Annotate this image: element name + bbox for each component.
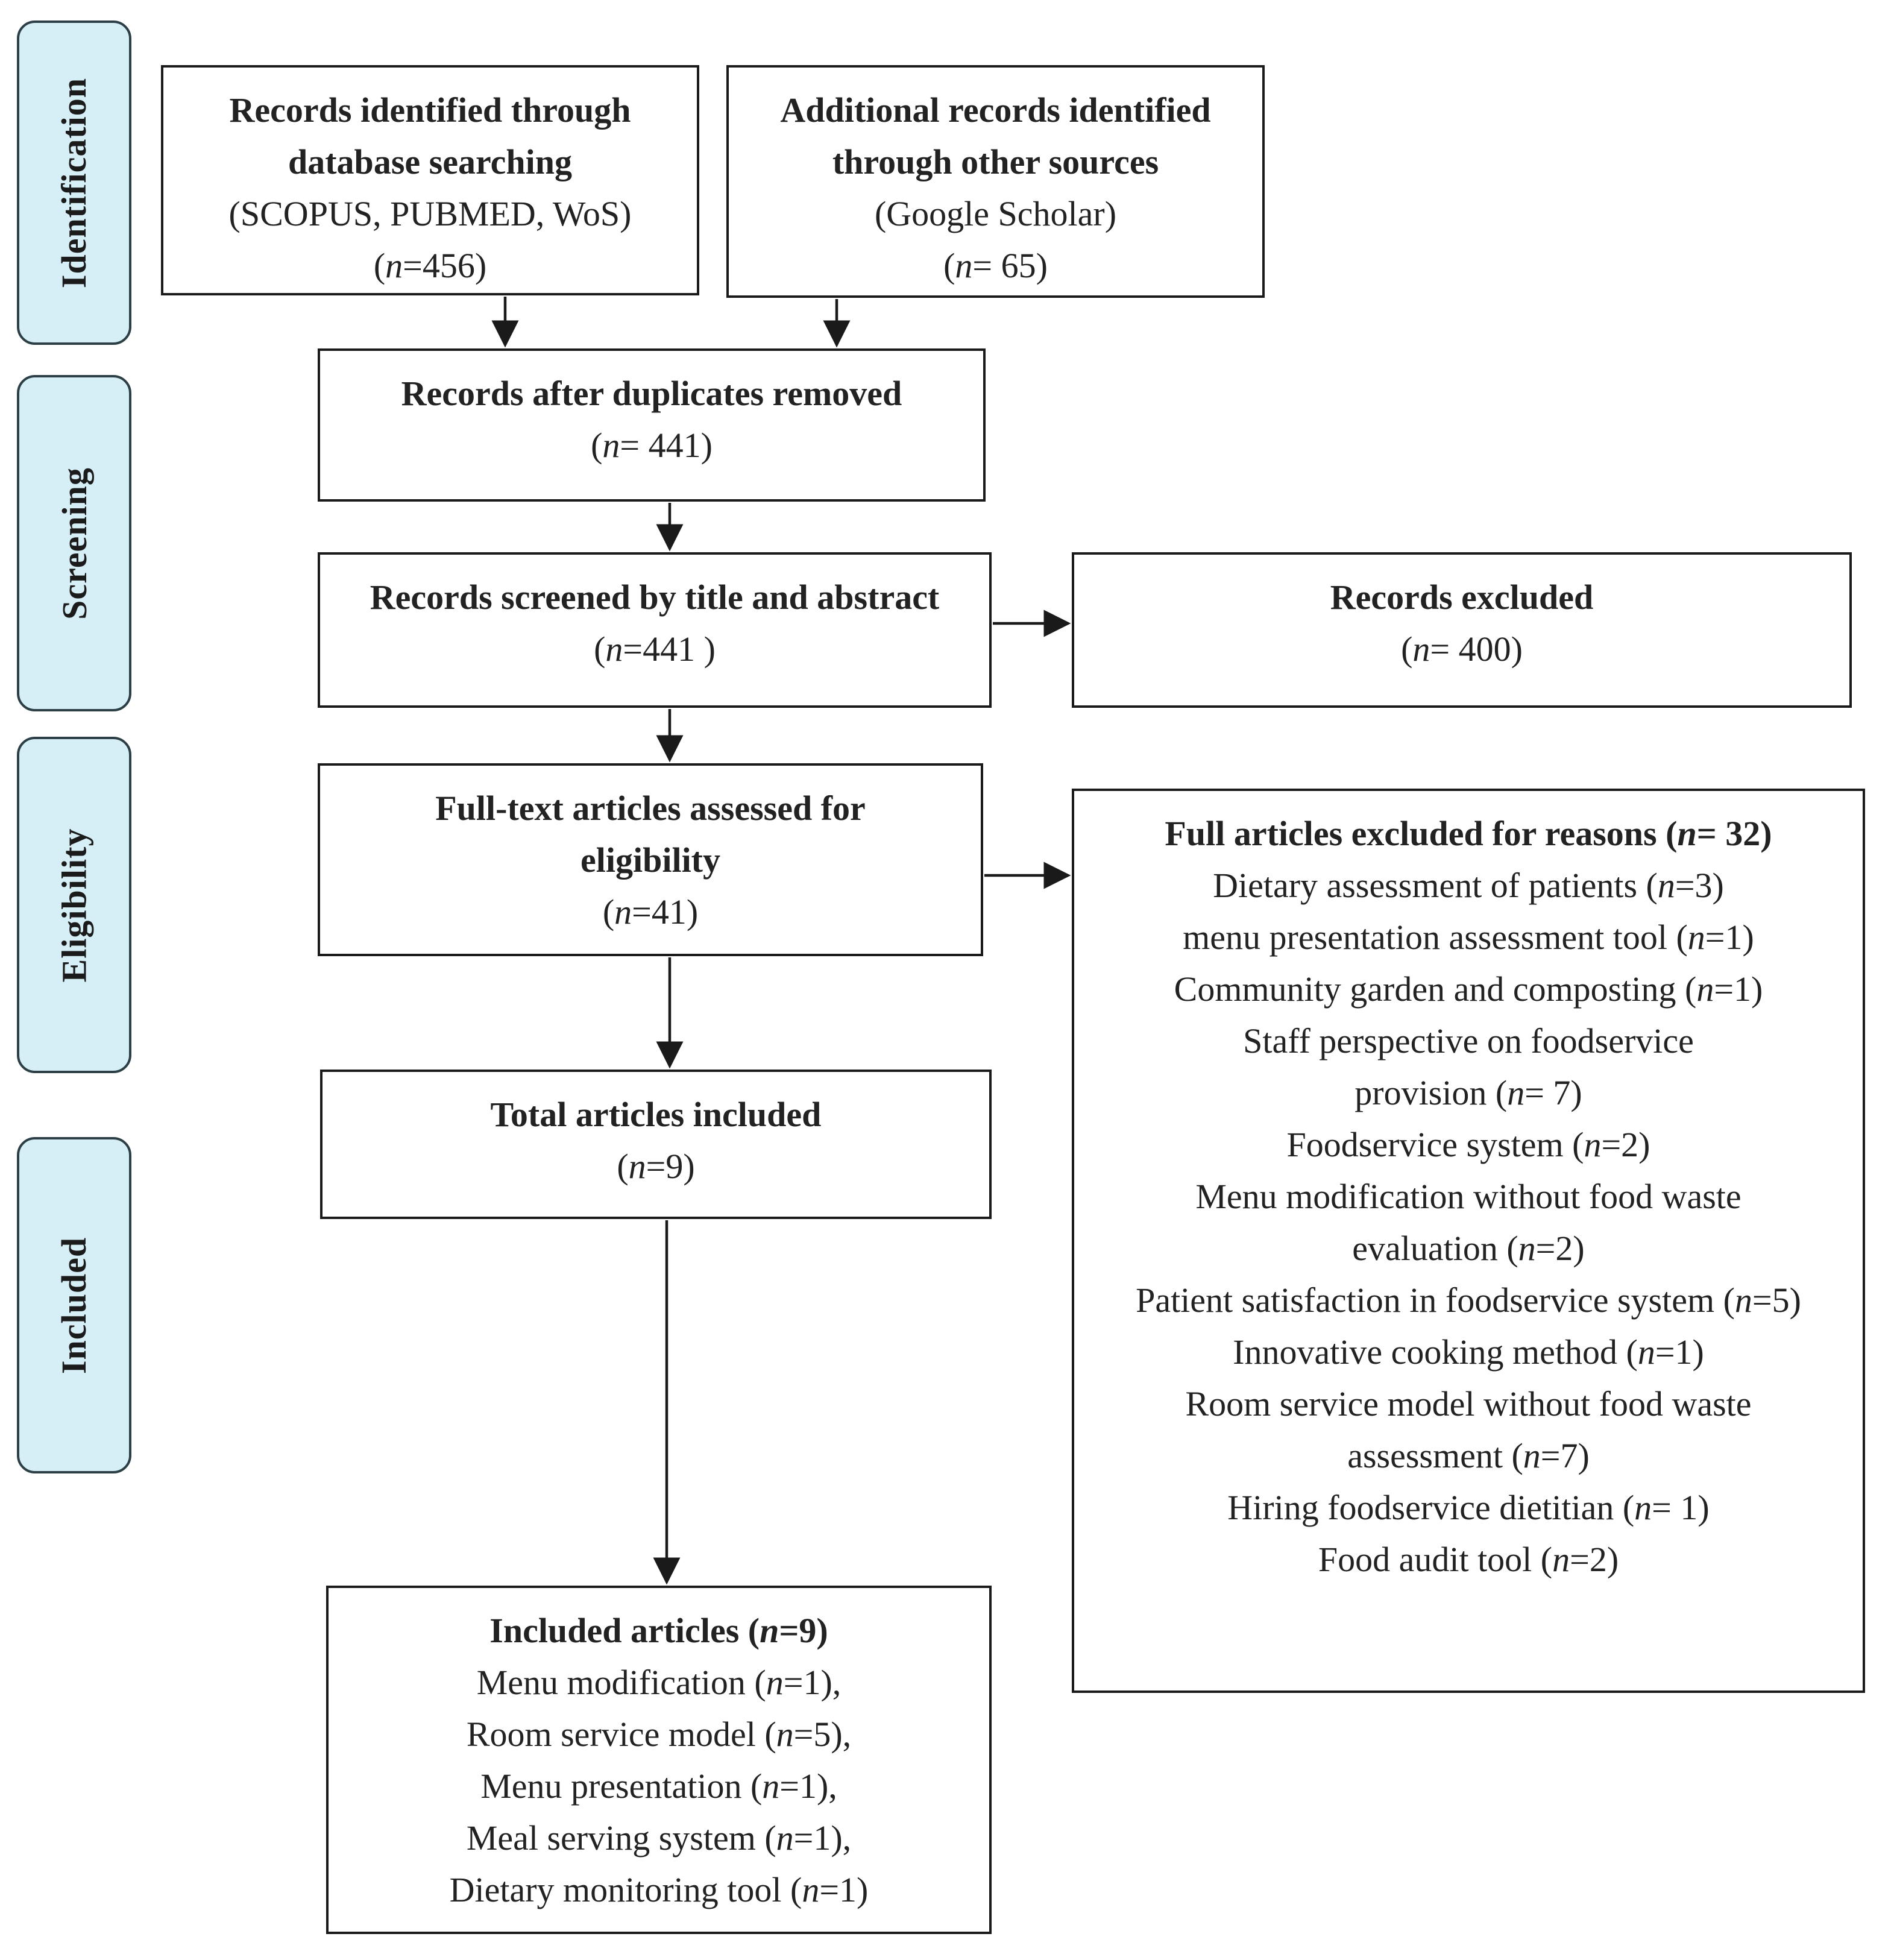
box-records-screened: Records screened by title and abstract (… [318,552,992,708]
list-line: Room service model without food waste [1185,1384,1752,1423]
list-line: Patient satisfaction in foodservice syst… [1136,1281,1801,1320]
list-line: provision (n= 7) [1354,1073,1582,1112]
list-line: Dietary monitoring tool (n=1) [449,1870,869,1909]
box-database-records: Records identified through database sear… [161,65,699,295]
list-line: Menu modification (n=1), [476,1663,842,1702]
phase-included: Included [17,1137,131,1473]
list-line: Community garden and composting (n=1) [1174,969,1763,1009]
box-title-line: eligibility [580,840,720,880]
list-line: Foodservice system (n=2) [1286,1125,1650,1164]
box-count: (n=456) [373,246,487,285]
box-title: Records excluded [1330,578,1594,617]
phase-screening: Screening [17,375,131,711]
box-title: Included articles (n=9) [489,1611,828,1650]
box-title: Full articles excluded for reasons (n= 3… [1165,814,1772,853]
list-line: Food audit tool (n=2) [1318,1540,1619,1579]
box-title-line: database searching [288,142,573,181]
box-title-line: Full-text articles assessed for [435,789,866,828]
box-total-included: Total articles included (n=9) [320,1070,992,1219]
list-line: Dietary assessment of patients (n=3) [1213,866,1724,905]
box-title-line: Records identified through [229,90,631,130]
box-fulltext-assessed: Full-text articles assessed for eligibil… [318,763,983,956]
exclusion-reasons: Dietary assessment of patients (n=3) menu… [1074,860,1863,1586]
box-full-articles-excluded: Full articles excluded for reasons (n= 3… [1072,789,1865,1693]
box-duplicates-removed: Records after duplicates removed (n= 441… [318,348,986,502]
list-line: Room service model (n=5), [466,1715,852,1754]
list-line: Menu presentation (n=1), [480,1766,837,1806]
box-other-sources: Additional records identified through ot… [726,65,1265,298]
box-title-line: through other sources [832,142,1159,181]
box-count: (n= 441) [591,426,713,465]
list-line: evaluation (n=2) [1352,1229,1585,1268]
phase-identification: Identification [17,20,131,345]
box-count: (n= 400) [1401,629,1523,669]
box-title: Records screened by title and abstract [370,578,940,617]
box-title: Records after duplicates removed [401,374,902,413]
list-line: Staff perspective on foodservice [1243,1021,1694,1060]
box-count: (n=41) [602,892,699,931]
box-title: Total articles included [490,1095,822,1134]
list-line: Innovative cooking method (n=1) [1233,1332,1704,1372]
box-sources: (SCOPUS, PUBMED, WoS) [228,194,632,233]
included-items: Menu modification (n=1), Room service mod… [329,1657,989,1916]
list-line: menu presentation assessment tool (n=1) [1183,918,1754,957]
box-title-line: Additional records identified [780,90,1211,130]
list-line: Meal serving system (n=1), [466,1818,852,1858]
phase-eligibility: Eligibility [17,737,131,1073]
box-records-excluded: Records excluded (n= 400) [1072,552,1852,708]
box-count: (n= 65) [943,246,1048,285]
box-count: (n=441 ) [594,629,716,669]
box-included-articles: Included articles (n=9) Menu modificatio… [326,1586,992,1934]
list-line: assessment (n=7) [1347,1436,1590,1475]
box-count: (n=9) [617,1147,695,1186]
list-line: Menu modification without food waste [1195,1177,1741,1216]
list-line: Hiring foodservice dietitian (n= 1) [1227,1488,1710,1527]
box-sources: (Google Scholar) [874,194,1117,233]
